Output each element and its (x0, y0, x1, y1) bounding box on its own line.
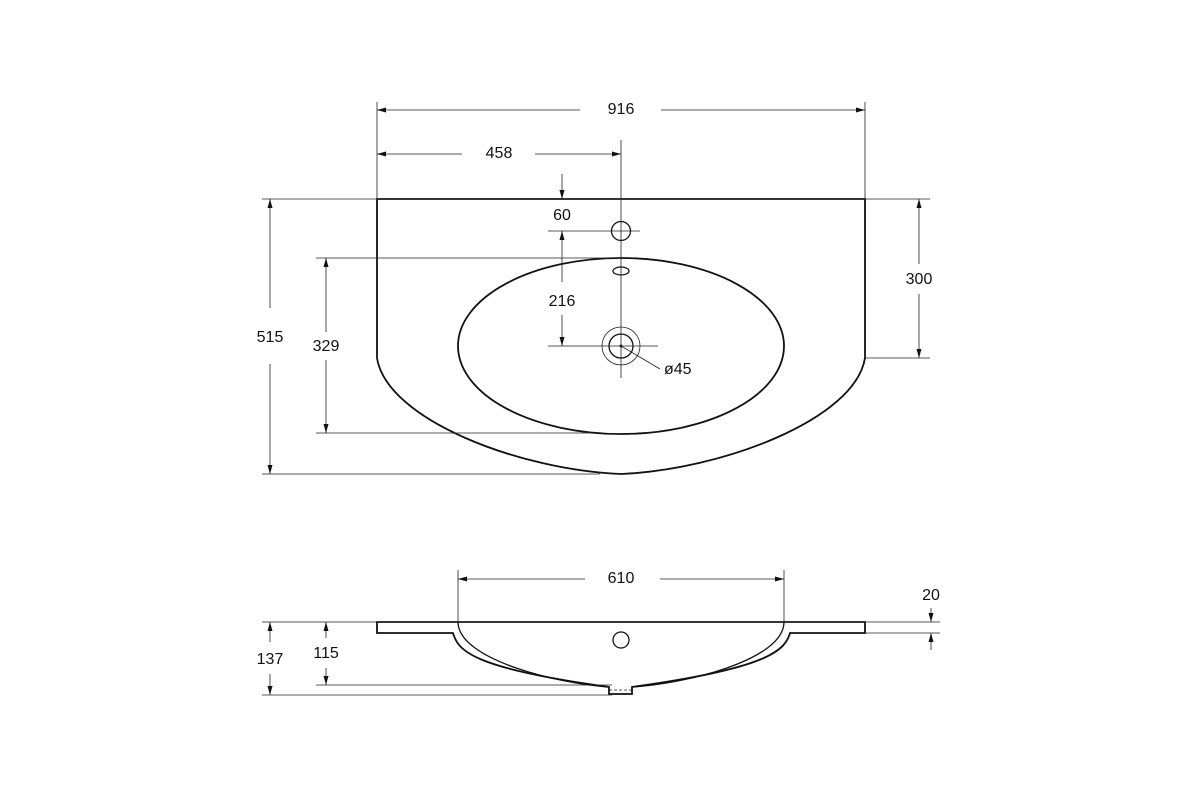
side-overflow-hole (612, 631, 630, 649)
dim-458-label: 458 (486, 145, 513, 162)
dim-300-label: 300 (906, 271, 933, 288)
sink-outline (376, 198, 866, 475)
dim-916-label: 916 (608, 101, 635, 118)
dim-610-label: 610 (608, 570, 635, 587)
dim-916: 916 (377, 101, 865, 118)
dim-329: 329 (313, 258, 340, 433)
side-outer-profile (376, 621, 866, 695)
dim-137: 137 (257, 622, 284, 695)
dim-60: 60 (553, 174, 571, 282)
dim-216-label: 216 (549, 293, 576, 310)
dim-216: 216 (549, 293, 576, 346)
dim-drain-diameter: ø45 (620, 345, 692, 378)
dim-20: 20 (922, 587, 940, 650)
dim-458: 458 (377, 145, 621, 162)
dim-329-label: 329 (313, 338, 340, 355)
dim-515-label: 515 (257, 329, 284, 346)
dim-300: 300 (906, 199, 933, 358)
dim-137-label: 137 (257, 651, 284, 668)
dim-20-label: 20 (922, 587, 940, 604)
dim-60-label: 60 (553, 207, 571, 224)
top-view: 916 458 60 216 (257, 101, 933, 475)
dim-drain-diameter-label: ø45 (664, 361, 692, 378)
side-view: 610 20 115 137 (257, 570, 940, 696)
dim-610: 610 (458, 570, 784, 587)
dim-115: 115 (313, 622, 339, 685)
dim-515: 515 (257, 199, 284, 474)
dim-115-label: 115 (313, 645, 339, 662)
